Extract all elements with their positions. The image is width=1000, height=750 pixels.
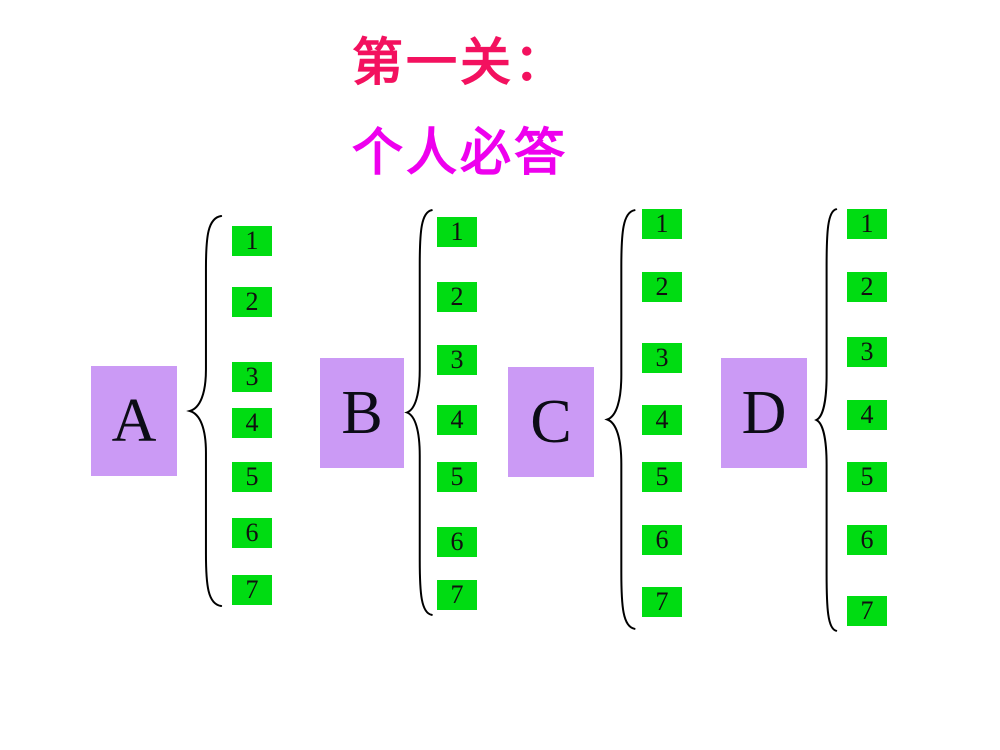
group-label-a: A [111, 387, 157, 455]
group-label-c: C [530, 388, 572, 456]
question-b-2[interactable]: 2 [437, 282, 477, 312]
question-a-4[interactable]: 4 [232, 408, 272, 438]
title-line-1: 第一关： [351, 34, 568, 91]
question-a-5[interactable]: 5 [232, 462, 272, 492]
question-a-2[interactable]: 2 [232, 287, 272, 317]
group-label-d: D [741, 379, 787, 447]
group-label-b: B [341, 379, 383, 447]
question-d-6[interactable]: 6 [847, 525, 887, 555]
question-c-1[interactable]: 1 [642, 209, 682, 239]
question-b-5[interactable]: 5 [437, 462, 477, 492]
question-b-3[interactable]: 3 [437, 345, 477, 375]
question-a-1[interactable]: 1 [232, 226, 272, 256]
group-box-c: C [508, 367, 594, 477]
group-box-b: B [320, 358, 404, 468]
question-d-4[interactable]: 4 [847, 400, 887, 430]
question-c-7[interactable]: 7 [642, 587, 682, 617]
group-box-a: A [91, 366, 177, 476]
title-line-2: 个人必答 [351, 124, 568, 181]
left-brace-c-icon [604, 207, 637, 632]
question-b-4[interactable]: 4 [437, 405, 477, 435]
question-b-7[interactable]: 7 [437, 580, 477, 610]
question-d-7[interactable]: 7 [847, 596, 887, 626]
question-d-5[interactable]: 5 [847, 462, 887, 492]
question-c-4[interactable]: 4 [642, 405, 682, 435]
question-b-6[interactable]: 6 [437, 527, 477, 557]
left-brace-d-icon [814, 206, 838, 634]
question-c-6[interactable]: 6 [642, 525, 682, 555]
question-a-7[interactable]: 7 [232, 575, 272, 605]
question-c-3[interactable]: 3 [642, 343, 682, 373]
question-a-3[interactable]: 3 [232, 362, 272, 392]
left-brace-a-icon [186, 213, 224, 609]
group-box-d: D [721, 358, 807, 468]
question-a-6[interactable]: 6 [232, 518, 272, 548]
question-d-3[interactable]: 3 [847, 337, 887, 367]
question-d-1[interactable]: 1 [847, 209, 887, 239]
question-c-2[interactable]: 2 [642, 272, 682, 302]
question-c-5[interactable]: 5 [642, 462, 682, 492]
question-b-1[interactable]: 1 [437, 217, 477, 247]
left-brace-b-icon [404, 207, 434, 618]
question-d-2[interactable]: 2 [847, 272, 887, 302]
